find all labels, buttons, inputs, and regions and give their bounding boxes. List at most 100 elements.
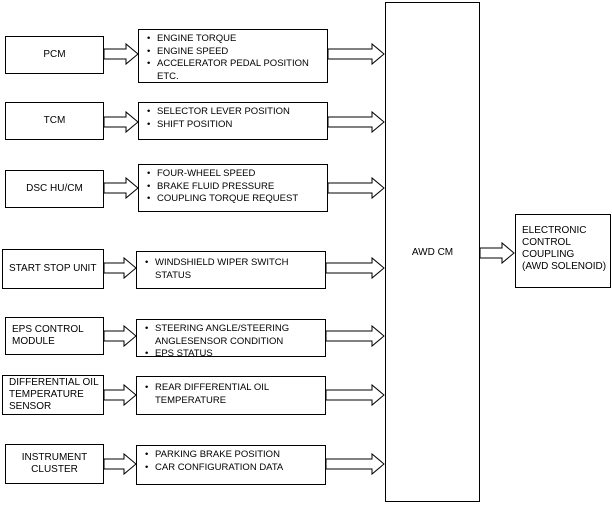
bullet-icon: • xyxy=(147,193,151,204)
arrow-source-to-signal xyxy=(103,176,139,200)
source-label-line: INSTRUMENT xyxy=(21,452,88,463)
signal-text: ANGLESENSOR CONDITION xyxy=(155,335,284,347)
source-box-tcm: TCM xyxy=(5,102,104,140)
arrow-signal-to-awd-cm xyxy=(325,256,385,280)
bullet-icon: • xyxy=(147,45,151,57)
arrow-signal-to-awd-cm xyxy=(325,324,385,348)
arrow-signal-to-awd-cm xyxy=(327,176,385,200)
source-label: START STOP UNIT xyxy=(9,263,96,275)
signal-text: COUPLING TORQUE REQUEST xyxy=(157,193,299,204)
signal-item: • ENGINE TORQUE xyxy=(147,33,327,46)
source-label-line: DIFFERENTIAL OIL xyxy=(9,377,99,388)
source-label-line: MODULE xyxy=(12,336,55,347)
bullet-icon: • xyxy=(145,382,149,393)
bullet-icon: • xyxy=(145,461,149,473)
signal-text: SHIFT POSITION xyxy=(157,118,233,130)
signal-item: • COUPLING TORQUE REQUEST xyxy=(147,193,327,206)
signal-text: CAR CONFIGURATION DATA xyxy=(155,461,284,473)
signal-item: • PARKING BRAKE POSITION xyxy=(145,449,325,462)
signal-text: STATUS xyxy=(155,269,192,281)
signal-text: BRAKE FLUID PRESSURE xyxy=(157,180,275,192)
bullet-icon: • xyxy=(147,180,151,192)
source-box-dsc: DSC HU/CM xyxy=(5,170,104,208)
signal-item: • FOUR-WHEEL SPEED xyxy=(147,168,327,181)
source-label-line: SENSOR xyxy=(9,401,52,412)
output-label-line: CONTROL xyxy=(522,237,571,248)
source-label: DSC HU/CM xyxy=(26,183,83,195)
arrow-signal-to-awd-cm xyxy=(327,42,385,66)
signal-text: ENGINE SPEED xyxy=(157,45,229,57)
source-label: TCM xyxy=(44,115,66,127)
signal-box-dsc: • FOUR-WHEEL SPEED • BRAKE FLUID PRESSURE • C… xyxy=(138,164,328,212)
arrow-source-to-signal xyxy=(103,452,137,476)
signal-item: • SELECTOR LEVER POSITION xyxy=(147,106,327,119)
signal-text: ETC. xyxy=(157,70,179,82)
awd-cm-label: AWD CM xyxy=(411,246,454,258)
source-label-line: DSC HU/CM xyxy=(26,183,83,194)
signal-text: ENGINE TORQUE xyxy=(157,33,237,44)
signal-text: PARKING BRAKE POSITION xyxy=(155,449,280,460)
bullet-icon: • xyxy=(147,118,151,130)
bullet-icon: • xyxy=(147,106,151,117)
awd-cm-box: AWD CM xyxy=(385,2,480,502)
source-label-line: PCM xyxy=(43,49,66,60)
output-label-line: (AWD SOLENOID) xyxy=(522,261,607,272)
signal-item: • BRAKE FLUID PRESSURE xyxy=(147,181,327,194)
arrow-signal-to-awd-cm xyxy=(325,383,385,407)
source-label-line: START STOP UNIT xyxy=(9,263,97,274)
signal-item: • SHIFT POSITION xyxy=(147,119,327,132)
output-label-line: COUPLING xyxy=(522,249,575,260)
signal-box-tcm: • SELECTOR LEVER POSITION • SHIFT POSITION xyxy=(138,102,328,140)
signal-box-pcm: • ENGINE TORQUE • ENGINE SPEED • ACCELERATOR … xyxy=(138,29,328,83)
source-label-line: TCM xyxy=(43,115,66,126)
arrow-source-to-signal xyxy=(103,110,139,134)
output-label-line: ELECTRONIC xyxy=(522,225,587,236)
signal-text: TEMPERATURE xyxy=(155,394,227,406)
arrow-signal-to-awd-cm xyxy=(327,110,385,134)
source-label-line: EPS CONTROL xyxy=(12,324,84,335)
source-label-line: TEMPERATURE xyxy=(9,389,84,400)
arrow-awd-cm-to-coupling xyxy=(479,241,515,265)
arrow-source-to-signal xyxy=(103,324,137,348)
source-box-start-stop: START STOP UNIT xyxy=(2,249,104,289)
bullet-icon: • xyxy=(145,348,149,359)
arrow-source-to-signal xyxy=(103,42,139,66)
bullet-icon: • xyxy=(145,257,149,268)
bullet-icon: • xyxy=(145,323,149,334)
signal-item: • EPS STATUS xyxy=(145,348,325,361)
signal-text: REAR DIFFERENTIAL OIL xyxy=(155,382,270,393)
signal-box-instrument: • PARKING BRAKE POSITION • CAR CONFIGURATIO… xyxy=(136,445,326,485)
arrow-source-to-signal xyxy=(103,256,137,280)
bullet-icon: • xyxy=(145,449,149,460)
source-label-line: CLUSTER xyxy=(31,464,78,475)
bullet-icon: • xyxy=(147,168,151,179)
bullet-icon: • xyxy=(147,33,151,44)
signal-text: EPS STATUS xyxy=(155,348,213,359)
signal-item: • ENGINE SPEED xyxy=(147,46,327,59)
signal-item: • CAR CONFIGURATION DATA xyxy=(145,462,325,475)
arrow-source-to-signal xyxy=(103,383,137,407)
signal-text: ACCELERATOR PEDAL POSITION xyxy=(157,58,309,69)
signal-text: WINDSHIELD WIPER SWITCH xyxy=(155,257,289,268)
source-box-pcm: PCM xyxy=(5,36,104,74)
bullet-icon: • xyxy=(147,58,151,69)
arrow-signal-to-awd-cm xyxy=(325,452,385,476)
signal-text: SELECTOR LEVER POSITION xyxy=(157,106,290,117)
source-label: PCM xyxy=(43,49,65,61)
signal-text: STEERING ANGLE/STEERING xyxy=(155,323,290,334)
signal-text: FOUR-WHEEL SPEED xyxy=(157,168,256,179)
